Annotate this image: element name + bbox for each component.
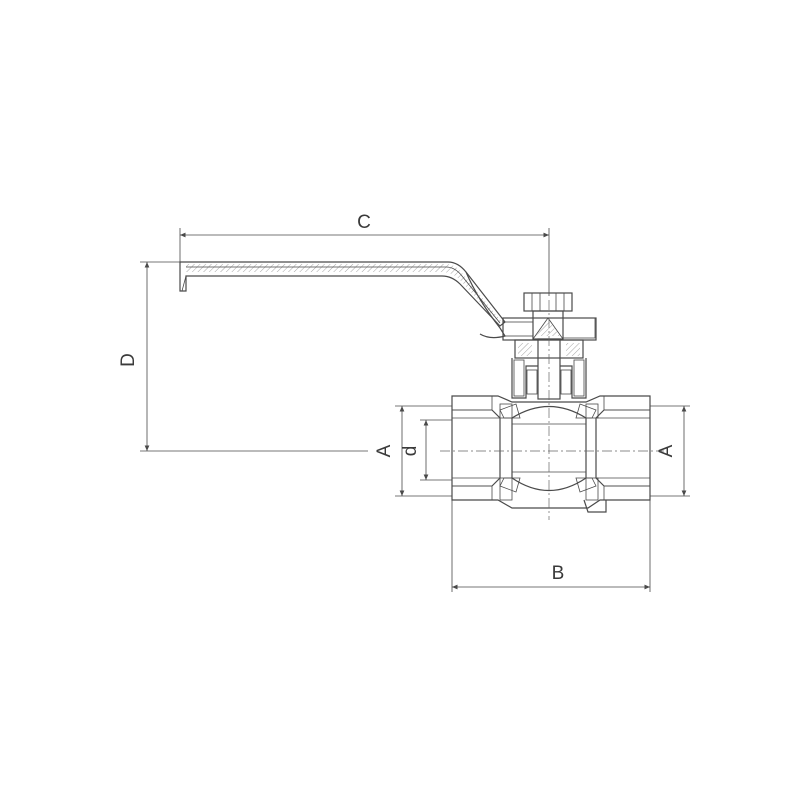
dimension-c: C <box>179 212 550 296</box>
lever-handle <box>179 261 506 339</box>
dim-label-a-right: A <box>656 444 677 457</box>
dim-label-c: C <box>357 212 371 233</box>
stem-assembly <box>502 292 597 400</box>
dim-label-d-upper: D <box>118 353 139 367</box>
dim-label-a-left: A <box>374 444 395 457</box>
dimension-a-left: A <box>374 405 452 497</box>
dimension-b: B <box>451 500 651 592</box>
dim-label-b: B <box>552 563 565 584</box>
dim-label-d-lower: d <box>400 446 421 457</box>
dimension-a-right: A <box>650 405 690 497</box>
dimension-d: D <box>118 261 368 452</box>
dimension-d-bore: d <box>400 419 452 481</box>
